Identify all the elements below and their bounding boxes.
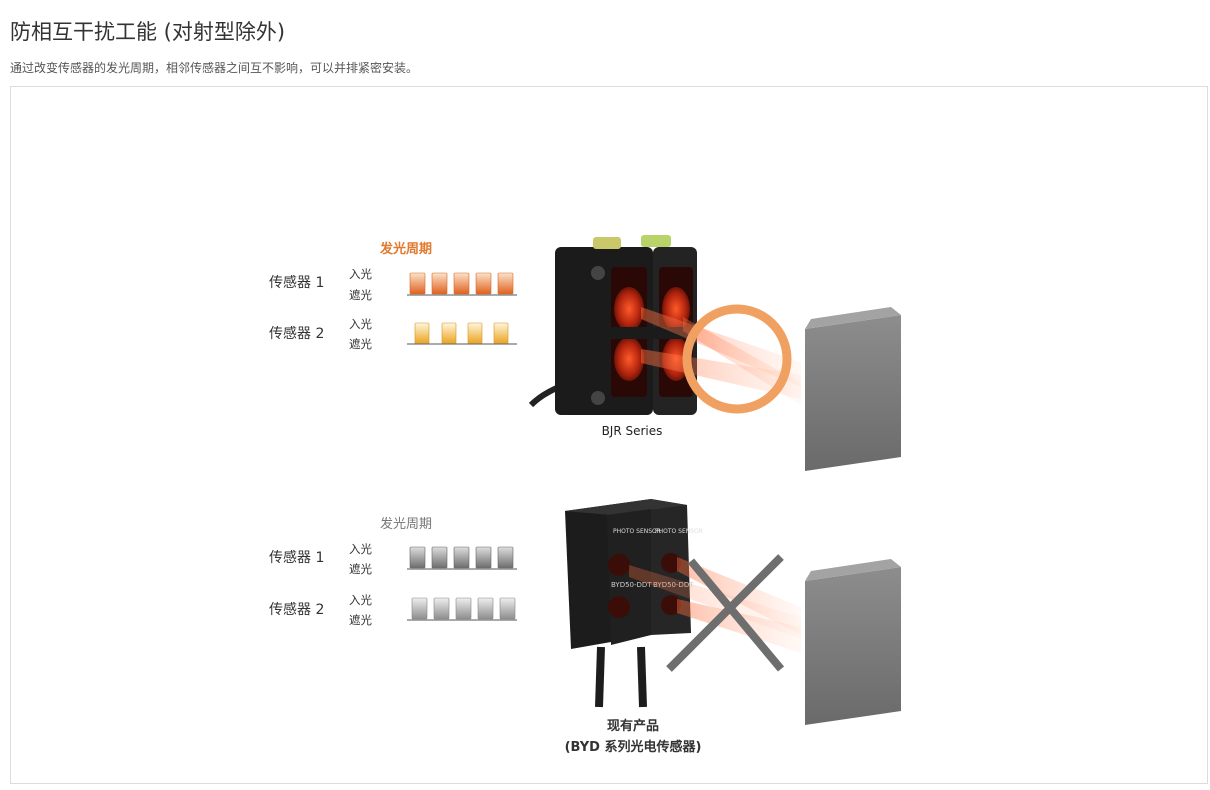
- pulse: [475, 546, 492, 569]
- sensor1-pulse-train-top: [407, 272, 517, 296]
- pulse: [411, 597, 428, 620]
- pulse: [441, 322, 457, 345]
- sensor2-off-label-bottom: 遮光: [349, 613, 372, 627]
- sensor2-label-bottom: 传感器 2: [269, 601, 324, 618]
- page-subtitle: 通过改变传感器的发光周期，相邻传感器之间互不影响，可以并排紧密安装。: [10, 61, 419, 75]
- no-interference-ring: [682, 304, 792, 414]
- sensor1-pulse-train-bottom: [407, 546, 517, 570]
- sensor2-pulse-train-bottom: [407, 597, 517, 621]
- pulse: [455, 597, 472, 620]
- pulse: [467, 322, 483, 345]
- sensor1-off-label-top: 遮光: [349, 288, 372, 302]
- pulse: [409, 546, 426, 569]
- pulse: [453, 546, 470, 569]
- pulse: [414, 322, 430, 345]
- product-caption-top: BJR Series: [602, 424, 663, 438]
- pulse: [431, 272, 448, 295]
- sensor2-on-label-bottom: 入光: [349, 593, 372, 607]
- sensor-face-text-left: PHOTO SENSOR: [613, 528, 661, 535]
- comparison-diagram: 发光周期 传感器 1 入光 遮光 传感器 2 入光 遮光: [269, 235, 901, 755]
- pulse: [477, 597, 494, 620]
- product-caption-bottom-line1: 现有产品: [607, 718, 659, 734]
- target-block-top: [805, 307, 901, 471]
- product-caption-bottom-line2: (BYD 系列光电传感器): [565, 739, 702, 755]
- target-block-bottom: [805, 559, 901, 725]
- pulse: [433, 597, 450, 620]
- sensor1-label-bottom: 传感器 1: [269, 549, 324, 566]
- sensor2-off-label-top: 遮光: [349, 337, 372, 351]
- cycle-label-top: 发光周期: [379, 241, 432, 257]
- pulse: [497, 272, 514, 295]
- sensor2-label-top: 传感器 2: [269, 325, 324, 342]
- sensor2-on-label-top: 入光: [349, 317, 372, 331]
- pulse: [493, 322, 509, 345]
- pulse: [431, 546, 448, 569]
- sensor-face-text-right: PHOTO SENSOR: [655, 528, 703, 535]
- pulse: [409, 272, 426, 295]
- cycle-label-bottom: 发光周期: [380, 516, 432, 532]
- sensor1-on-label-bottom: 入光: [349, 542, 372, 556]
- pulse: [475, 272, 492, 295]
- pulse: [499, 597, 516, 620]
- page-title: 防相互干扰工能 (对射型除外): [10, 20, 286, 44]
- figure-panel: 发光周期 传感器 1 入光 遮光 传感器 2 入光 遮光: [10, 86, 1208, 784]
- sensor2-pulse-train-top: [407, 322, 517, 345]
- light-beams-top: [641, 307, 801, 405]
- pulse: [453, 272, 470, 295]
- pulse: [497, 546, 514, 569]
- interference-x-mark: [666, 554, 785, 672]
- sensor1-label-top: 传感器 1: [269, 274, 324, 291]
- sensor-model-left: BYD50-DDT: [611, 581, 652, 589]
- sensor1-on-label-top: 入光: [349, 267, 372, 281]
- sensor1-off-label-bottom: 遮光: [349, 562, 372, 576]
